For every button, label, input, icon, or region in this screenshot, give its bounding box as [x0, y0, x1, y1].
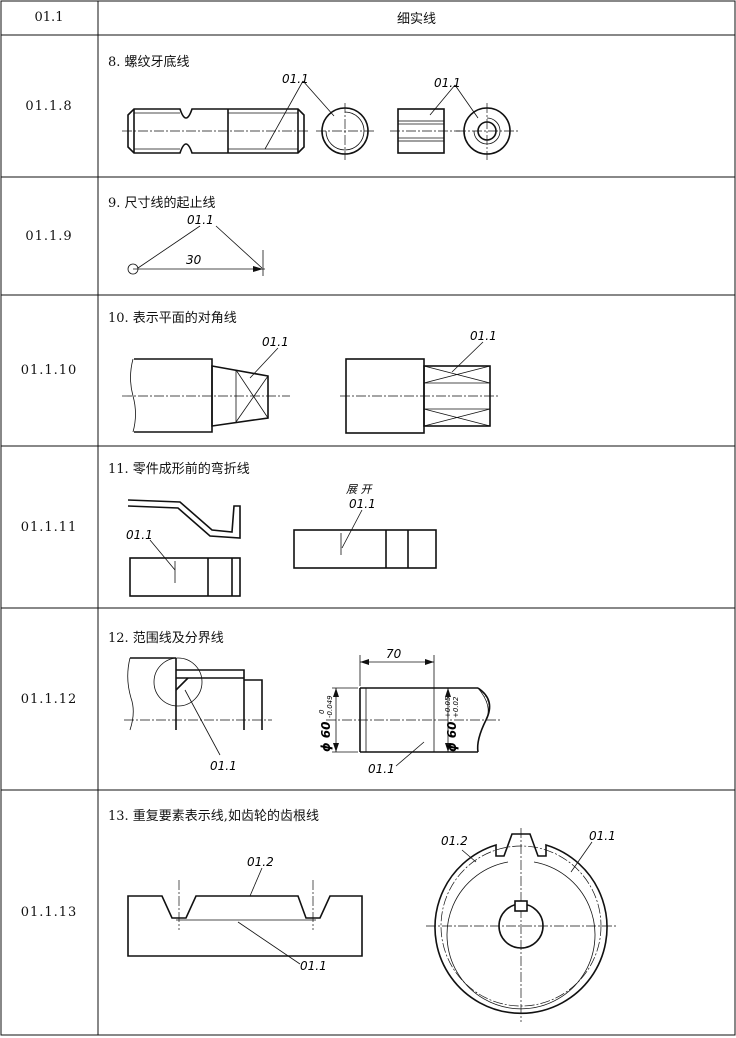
diameter-label: ϕ 60 [319, 722, 333, 752]
label-thin: 01.1 [470, 329, 497, 343]
tolerance-upper: 0 [318, 709, 326, 714]
label-thick: 01.2 [247, 855, 274, 869]
row-title: 9. 尺寸线的起止线 [108, 196, 216, 211]
label-thin: 01.1 [300, 959, 327, 973]
diameter-label: ϕ 60 [445, 722, 459, 752]
row-id: 01.1.8 [25, 98, 73, 114]
boundary-line-drawing: 01.1 70 ϕ 60 0 -0.049 [124, 647, 500, 776]
dimension-drawing: 01.1 30 [127, 213, 265, 276]
tolerance-lower: +0.02 [452, 696, 460, 718]
header-code: 01.1 [34, 9, 64, 25]
row-id: 01.1.13 [20, 905, 78, 920]
label-unfold: 展 开 [346, 483, 373, 496]
row-title: 13. 重复要素表示线,如齿轮的齿根线 [108, 809, 319, 824]
label-thin: 01.1 [434, 76, 461, 90]
thread-drawing: 01.1 01.1 [122, 72, 520, 160]
label-thin: 01.1 [368, 762, 395, 776]
label-thin: 01.1 [126, 528, 153, 542]
row-title: 8. 螺纹牙底线 [108, 55, 190, 70]
label-thin: 01.1 [210, 759, 237, 773]
label-thick: 01.2 [441, 834, 468, 848]
row-title: 10. 表示平面的对角线 [108, 311, 237, 326]
dimension-30: 30 [186, 253, 202, 267]
row-id: 01.1.10 [20, 363, 78, 378]
row-id: 01.1.11 [20, 519, 78, 535]
header-title: 细实线 [396, 11, 436, 27]
row-title: 11. 零件成形前的弯折线 [108, 462, 250, 477]
row-id: 01.1.9 [25, 228, 73, 244]
plane-diagonal-drawing: 01.1 01.1 [122, 329, 500, 434]
dimension-70: 70 [386, 647, 402, 661]
gear-root-line-drawing: 01.2 01.1 01.2 01.1 [127, 828, 616, 1022]
label-thin: 01.1 [349, 497, 376, 511]
label-thin: 01.1 [589, 829, 616, 843]
label-thin: 01.1 [262, 335, 289, 349]
label-thin: 01.1 [187, 213, 214, 227]
tolerance-lower: -0.049 [326, 695, 334, 718]
row-id: 01.1.12 [20, 691, 78, 707]
bending-line-drawing: 01.1 展 开 01.1 [126, 483, 437, 597]
tolerance-upper: +0.05 [444, 696, 452, 718]
label-thin: 01.1 [282, 72, 309, 86]
row-title: 12. 范围线及分界线 [108, 631, 224, 646]
